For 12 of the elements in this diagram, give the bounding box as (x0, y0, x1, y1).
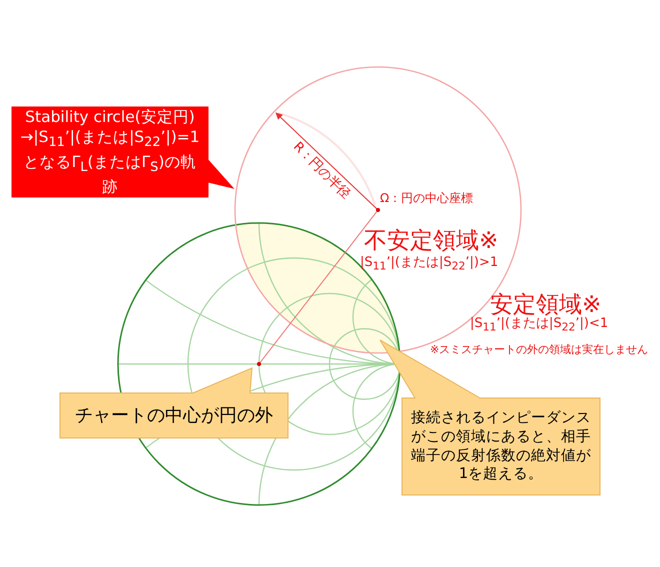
callout-text: チャートの中心が円の外 (75, 404, 273, 428)
callout-text: Stability circle(安定円) →|S$_{11}$’|(または|S$_{22}$’|)=1 となるΓ$_{L}$(またはΓ$_{S}$)の軌跡 (19, 106, 201, 198)
note-text: ※スミスチャートの外の領域は実在しません (430, 344, 648, 357)
callout-box (12, 107, 233, 197)
region-heading: 安定領域※ (490, 292, 602, 318)
region-heading: 不安定領域※ (364, 228, 498, 254)
callout-text: 接続されるインピーダンスがこの領域にあると、相手端子の反射係数の絶対値が1を超える。 (410, 408, 592, 484)
condition-text: |S$_{11}$’|(または|S$_{22}$’|)>1 (360, 256, 498, 274)
radius-label: R：円の半径 (289, 140, 352, 203)
center-label: Ω：円の中心座標 (380, 192, 474, 206)
callout-box (60, 368, 288, 438)
condition-text: |S$_{11}$’|(または|S$_{22}$’|)<1 (470, 317, 608, 334)
